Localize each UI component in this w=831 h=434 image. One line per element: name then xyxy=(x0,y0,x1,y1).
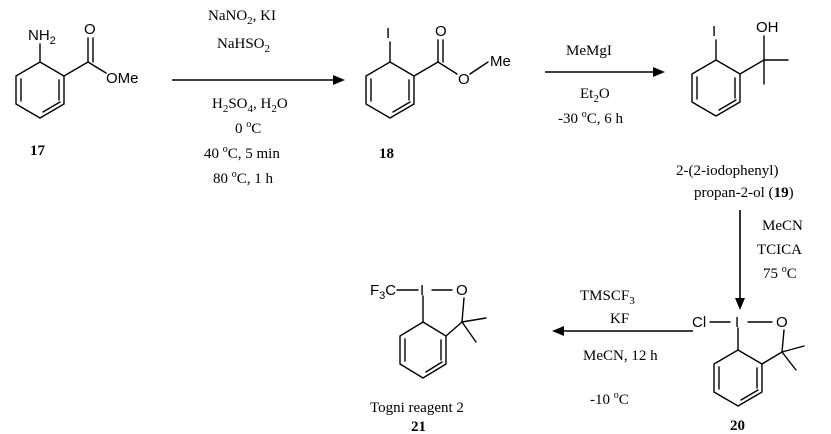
compound-18-structure xyxy=(365,39,489,119)
bond-19-ring-c xyxy=(739,59,765,75)
step2-temp: -30 oC, 6 h xyxy=(558,109,624,127)
arrow-step2 xyxy=(545,67,665,77)
step3-temp: 75 oC xyxy=(763,264,797,282)
ring-19-double-3 xyxy=(718,99,737,111)
step3-reagent: TCICA xyxy=(757,242,802,258)
label-21-name: Togni reagent 2 xyxy=(370,400,464,416)
bond-21-me-1 xyxy=(461,317,487,323)
step3-solvent: MeCN xyxy=(762,218,803,234)
bond-18-o-me xyxy=(469,61,489,75)
ring-18 xyxy=(365,61,415,119)
ring-20 xyxy=(713,349,763,407)
bond-20-o-c xyxy=(781,329,785,353)
label-21: 21 xyxy=(411,419,426,434)
step1-temp-1: 0 oC xyxy=(235,119,261,137)
arrow-step1 xyxy=(172,75,345,85)
bond-21-me-2 xyxy=(461,321,477,343)
step2-solvent: Et2O xyxy=(580,86,610,105)
step1-solvent: H2SO4, H2O xyxy=(212,96,288,115)
atom-17-nh2: NH2 xyxy=(28,27,56,47)
step4-solvent: MeCN, 12 h xyxy=(583,348,658,364)
bond-21-o-c xyxy=(461,297,465,323)
step4-temp: -10 oC xyxy=(590,390,629,408)
ring-21-double-3 xyxy=(425,361,443,373)
compound-20-structure xyxy=(709,321,805,407)
step1-temp-3: 80 oC, 1 h xyxy=(213,169,274,187)
bond-20-c-ring xyxy=(761,351,783,365)
compound-17-structure xyxy=(15,37,107,119)
atom-19-oh: OH xyxy=(756,19,779,36)
bond-18-carbonyl-c xyxy=(413,61,439,77)
ring-17-double-3 xyxy=(42,101,61,113)
atom-18-i: I xyxy=(386,25,390,42)
atom-21-o: O xyxy=(456,282,468,299)
label-17: 17 xyxy=(30,143,46,159)
atom-19-i: I xyxy=(712,23,716,40)
atom-17-ome: OMe xyxy=(106,70,139,87)
atom-18-o-carbonyl: O xyxy=(435,23,447,40)
atom-21-i: I xyxy=(420,282,424,299)
bond-18-c-o xyxy=(437,61,458,75)
ring-18-double-3 xyxy=(392,101,411,113)
label-19-name-1: 2-(2-iodophenyl) xyxy=(676,163,778,179)
ring-19 xyxy=(691,59,741,117)
bond-17-c-ome xyxy=(87,61,107,74)
atom-17-o: O xyxy=(84,21,96,38)
compound-19-structure xyxy=(691,35,789,117)
atom-20-cl: Cl xyxy=(692,314,706,331)
atom-20-o: O xyxy=(776,314,788,331)
atom-18-o-ester: O xyxy=(458,71,470,88)
ring-21 xyxy=(399,321,447,379)
atom-20-i: I xyxy=(735,314,739,331)
step4-reagent-1: TMSCF3 xyxy=(580,288,635,307)
bond-21-c-ring xyxy=(445,321,463,337)
bond-17-carbonyl-c xyxy=(63,61,89,77)
compound-21-structure xyxy=(396,289,487,379)
bond-20-me-2 xyxy=(781,351,797,371)
ring-17 xyxy=(15,61,65,119)
step4-reagent-2: KF xyxy=(610,311,629,327)
step1-temp-2: 40 oC, 5 min xyxy=(204,144,280,162)
step2-reagent: MeMgI xyxy=(566,43,612,59)
label-20: 20 xyxy=(730,418,745,434)
atom-21-cf3: F3C xyxy=(370,282,396,302)
atom-18-me: Me xyxy=(490,53,511,70)
bond-20-me-1 xyxy=(781,345,805,353)
ring-20-double-3 xyxy=(740,389,759,401)
step1-reagent-1: NaNO2, KI xyxy=(208,8,276,27)
label-18: 18 xyxy=(379,146,394,162)
arrow-step3 xyxy=(735,210,745,310)
step1-reagent-2: NaHSO2 xyxy=(217,36,270,55)
arrow-step4 xyxy=(552,326,693,336)
label-19-name-2: propan-2-ol (19) xyxy=(694,185,794,201)
